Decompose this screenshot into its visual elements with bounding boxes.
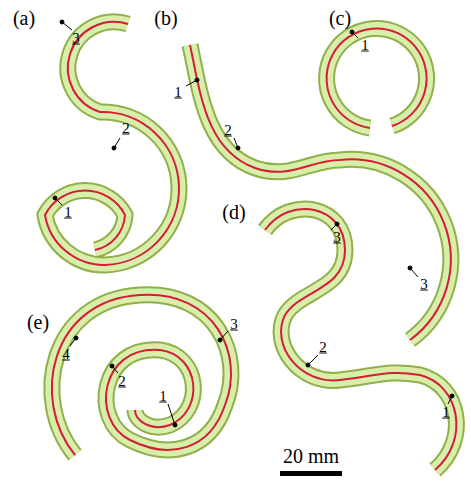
panel-label: (b)	[154, 8, 177, 28]
callout-number: 3	[333, 230, 341, 245]
callout-number: 2	[118, 374, 126, 389]
callout-number: 4	[62, 347, 70, 362]
callout-number: 2	[224, 123, 232, 138]
callout-number: 3	[420, 277, 428, 292]
callout-number: 1	[174, 85, 182, 100]
scale-label: 20 mm	[283, 446, 339, 466]
scale-bar	[280, 471, 342, 476]
callout-number: 1	[159, 389, 167, 404]
ribbon-edge	[45, 22, 456, 470]
panel-label: (c)	[329, 8, 351, 28]
callout-number: 1	[361, 38, 369, 53]
callout-number: 1	[442, 405, 450, 420]
callout-number: 2	[319, 340, 327, 355]
callout-number: 3	[72, 31, 80, 46]
panel-label: (d)	[222, 202, 245, 222]
callout-number: 2	[122, 121, 130, 136]
leader-lines	[53, 20, 454, 427]
centerline	[45, 22, 456, 470]
callout-number: 1	[64, 205, 72, 220]
panel-label: (e)	[27, 312, 49, 332]
panel-label: (a)	[13, 8, 35, 28]
ribbon-body	[45, 22, 456, 470]
callout-number: 3	[230, 317, 238, 332]
